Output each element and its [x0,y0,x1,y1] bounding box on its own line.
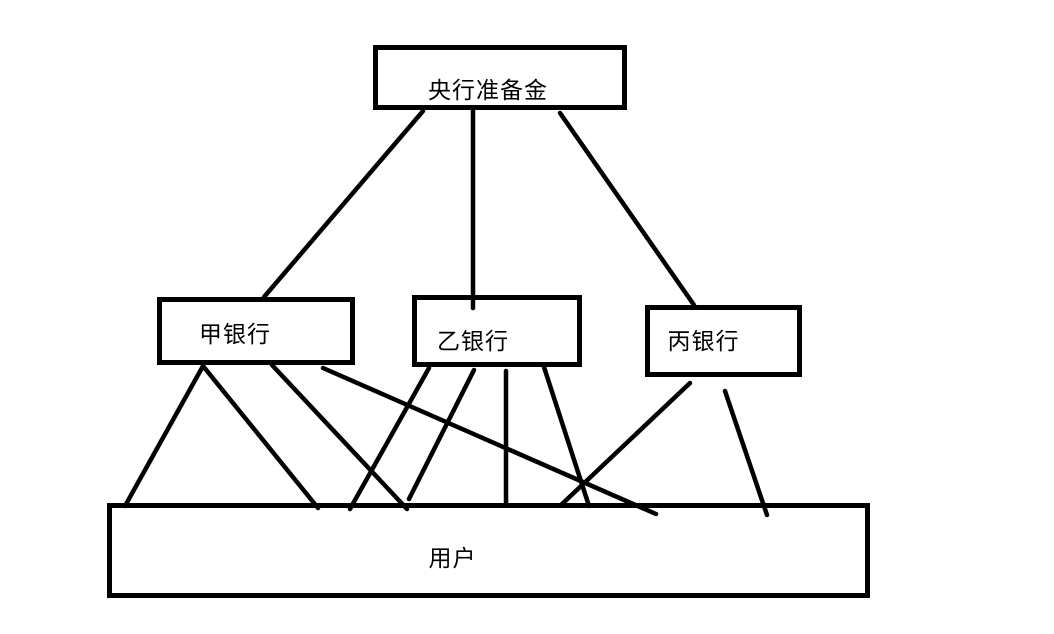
edge-bank-b-to-users [406,367,477,502]
edge-bank-c-to-users [558,380,693,508]
edge-bank-a-to-users [269,362,410,512]
node-bank-c: 丙银行 [645,305,802,377]
edge-central-bank-to-bank-c [557,110,697,308]
edge-bank-a-to-users [200,363,321,511]
node-label-bank-c: 丙银行 [667,329,740,355]
edge-central-bank-to-bank-a [261,108,426,300]
node-bank-b: 乙银行 [412,295,582,367]
node-label-central-bank-reserve: 央行准备金 [428,77,548,104]
node-users: 用户 [107,503,870,598]
node-label-bank-a: 甲银行 [199,322,271,348]
edge-bank-b-to-users [347,365,432,512]
edge-bank-c-to-users [722,388,770,518]
node-label-bank-b: 乙银行 [437,329,509,355]
edge-bank-b-to-users [541,364,592,509]
node-central-bank-reserve: 央行准备金 [373,45,627,110]
node-label-users: 用户 [428,545,477,572]
edge-bank-a-to-users [122,363,206,509]
edge-bank-a-to-users [320,365,659,517]
node-bank-a: 甲银行 [157,297,355,365]
